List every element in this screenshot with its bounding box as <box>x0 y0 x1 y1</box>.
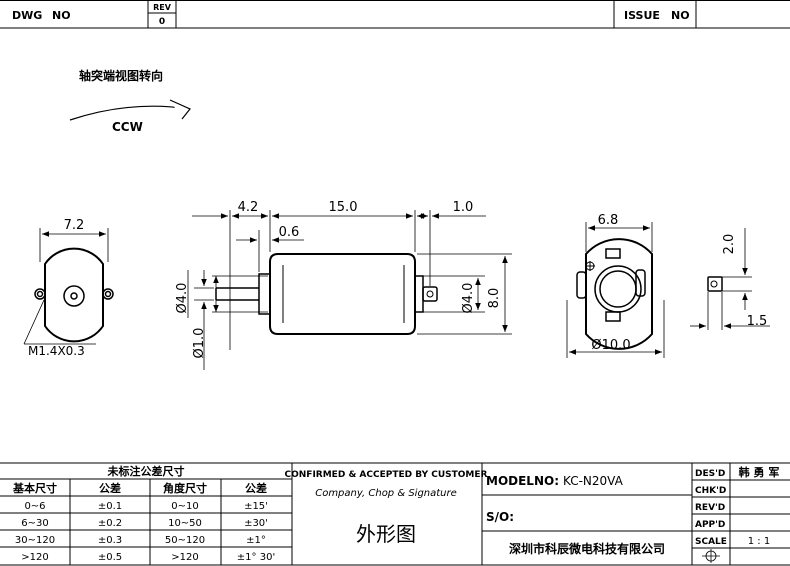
des-label: DES'D <box>695 469 725 479</box>
tolerance-cell: 6~30 <box>21 518 48 529</box>
terminal-dimensions <box>690 228 770 330</box>
so-label: S/O: <box>486 510 514 524</box>
tolerance-cell: ±0.3 <box>98 535 122 546</box>
dim-shaft-length: 4.2 <box>238 200 259 215</box>
ccw-arrow-icon <box>69 99 191 121</box>
rotation-title: 轴突端视图转向 <box>79 68 163 83</box>
front-view <box>44 247 104 343</box>
header-bar <box>0 0 790 29</box>
tolerance-cell: ±30' <box>244 518 268 529</box>
tolerance-cell: ±1° <box>246 535 266 546</box>
tolerance-cell: ±0.2 <box>98 518 122 529</box>
front-view-dimension <box>23 228 109 345</box>
scale-value: 1 : 1 <box>748 536 770 547</box>
tolerance-cell: ±1° 30' <box>237 552 275 563</box>
dim-terminal-height: 2.0 <box>722 234 737 255</box>
rear-view-dimensions <box>566 222 665 358</box>
dim-pin-dia: Ø1.0 <box>192 328 207 359</box>
dwg-no-label: NO <box>52 9 71 22</box>
chk-label: CHK'D <box>695 486 726 496</box>
dim-flat-width: 6.8 <box>598 213 619 228</box>
issue-no-label: NO <box>671 9 690 22</box>
dim-rear-dia: Ø4.0 <box>461 283 476 314</box>
tolerance-cell: ±0.1 <box>98 501 122 512</box>
tolerance-cell: 0~10 <box>171 501 198 512</box>
confirmation-subtitle: Company, Chop & Signature <box>315 488 457 499</box>
side-view <box>215 253 438 335</box>
tolerance-title: 未标注公差尺寸 <box>107 464 185 478</box>
tolerance-header-2: 公差 <box>99 481 121 495</box>
rev-label: REV <box>153 3 172 12</box>
rev-d-label: REV'D <box>695 503 725 513</box>
terminal-detail <box>707 276 723 292</box>
tolerance-header-3: 角度尺寸 <box>163 481 207 495</box>
screw-callout: M1.4X0.3 <box>28 344 85 358</box>
dim-shaft-dia: Ø4.0 <box>175 283 190 314</box>
front-width-dim: 7.2 <box>64 218 85 233</box>
model-value: KC-N20VA <box>563 474 624 488</box>
dim-terminal-width: 1.5 <box>747 314 768 329</box>
dim-body-length: 15.0 <box>329 200 358 215</box>
tolerance-header-1: 基本尺寸 <box>12 481 57 495</box>
scale-label: SCALE <box>695 537 727 547</box>
tolerance-cell: 30~120 <box>15 535 55 546</box>
dim-terminal-length: 1.0 <box>453 200 474 215</box>
tolerance-cell: 10~50 <box>168 518 202 529</box>
tolerance-cell: >120 <box>21 552 48 563</box>
issue-label: ISSUE <box>624 9 660 22</box>
tolerance-cell: ±15' <box>244 501 268 512</box>
side-view-dimensions <box>187 210 512 370</box>
tolerance-cell: 50~120 <box>165 535 205 546</box>
projection-symbol-icon <box>702 549 720 563</box>
tolerance-cell: 0~6 <box>24 501 45 512</box>
dwg-label: DWG <box>12 9 42 22</box>
rear-view <box>576 238 653 350</box>
dim-rear-diameter: Ø10.0 <box>591 338 630 353</box>
rev-value: 0 <box>159 17 165 27</box>
confirmation-title: CONFIRMED & ACCEPTED BY CUSTOMER <box>285 470 488 480</box>
model-label: MODELNO: <box>486 474 559 488</box>
title-block-lines <box>0 462 790 566</box>
des-value: 韩 勇 军 <box>739 465 780 479</box>
tolerance-cell: ±0.5 <box>98 552 122 563</box>
tolerance-header-4: 公差 <box>245 481 267 495</box>
rotation-direction: CCW <box>112 120 143 134</box>
app-label: APP'D <box>695 520 725 530</box>
company-name: 深圳市科辰微电科技有限公司 <box>509 541 665 556</box>
front-view-holes <box>34 285 114 307</box>
drawing-name: 外形图 <box>356 522 416 546</box>
dim-body-height: 8.0 <box>487 288 502 309</box>
tolerance-cell: >120 <box>171 552 198 563</box>
dim-gap: 0.6 <box>279 225 300 240</box>
